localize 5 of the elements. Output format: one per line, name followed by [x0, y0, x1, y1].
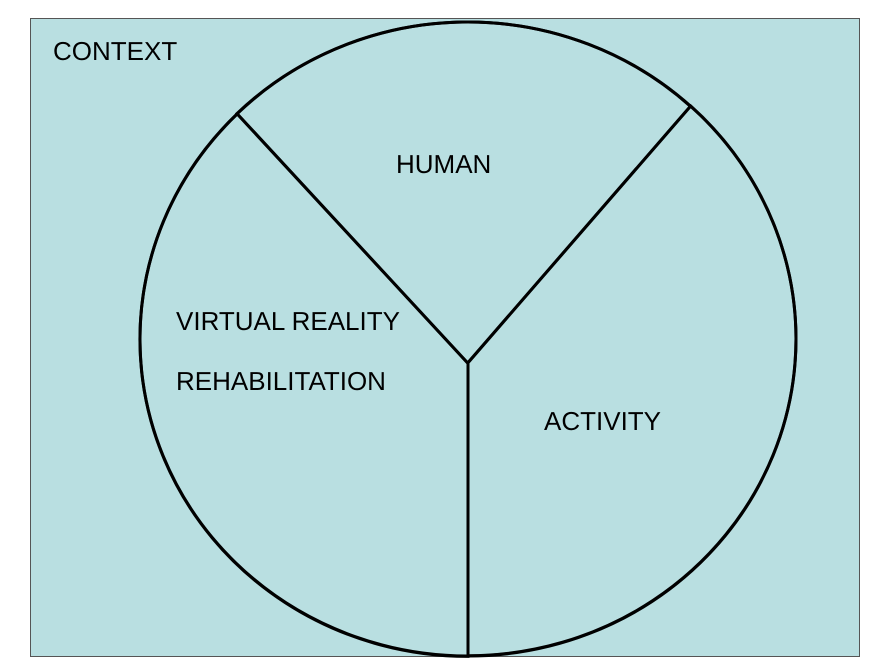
sector-label: HUMAN	[396, 148, 492, 181]
context-box	[30, 18, 860, 657]
sector-label: ACTIVITY	[544, 404, 662, 438]
sector-label: VIRTUAL REALITY REHABILITATION	[176, 304, 400, 398]
context-label: CONTEXT	[53, 35, 178, 68]
